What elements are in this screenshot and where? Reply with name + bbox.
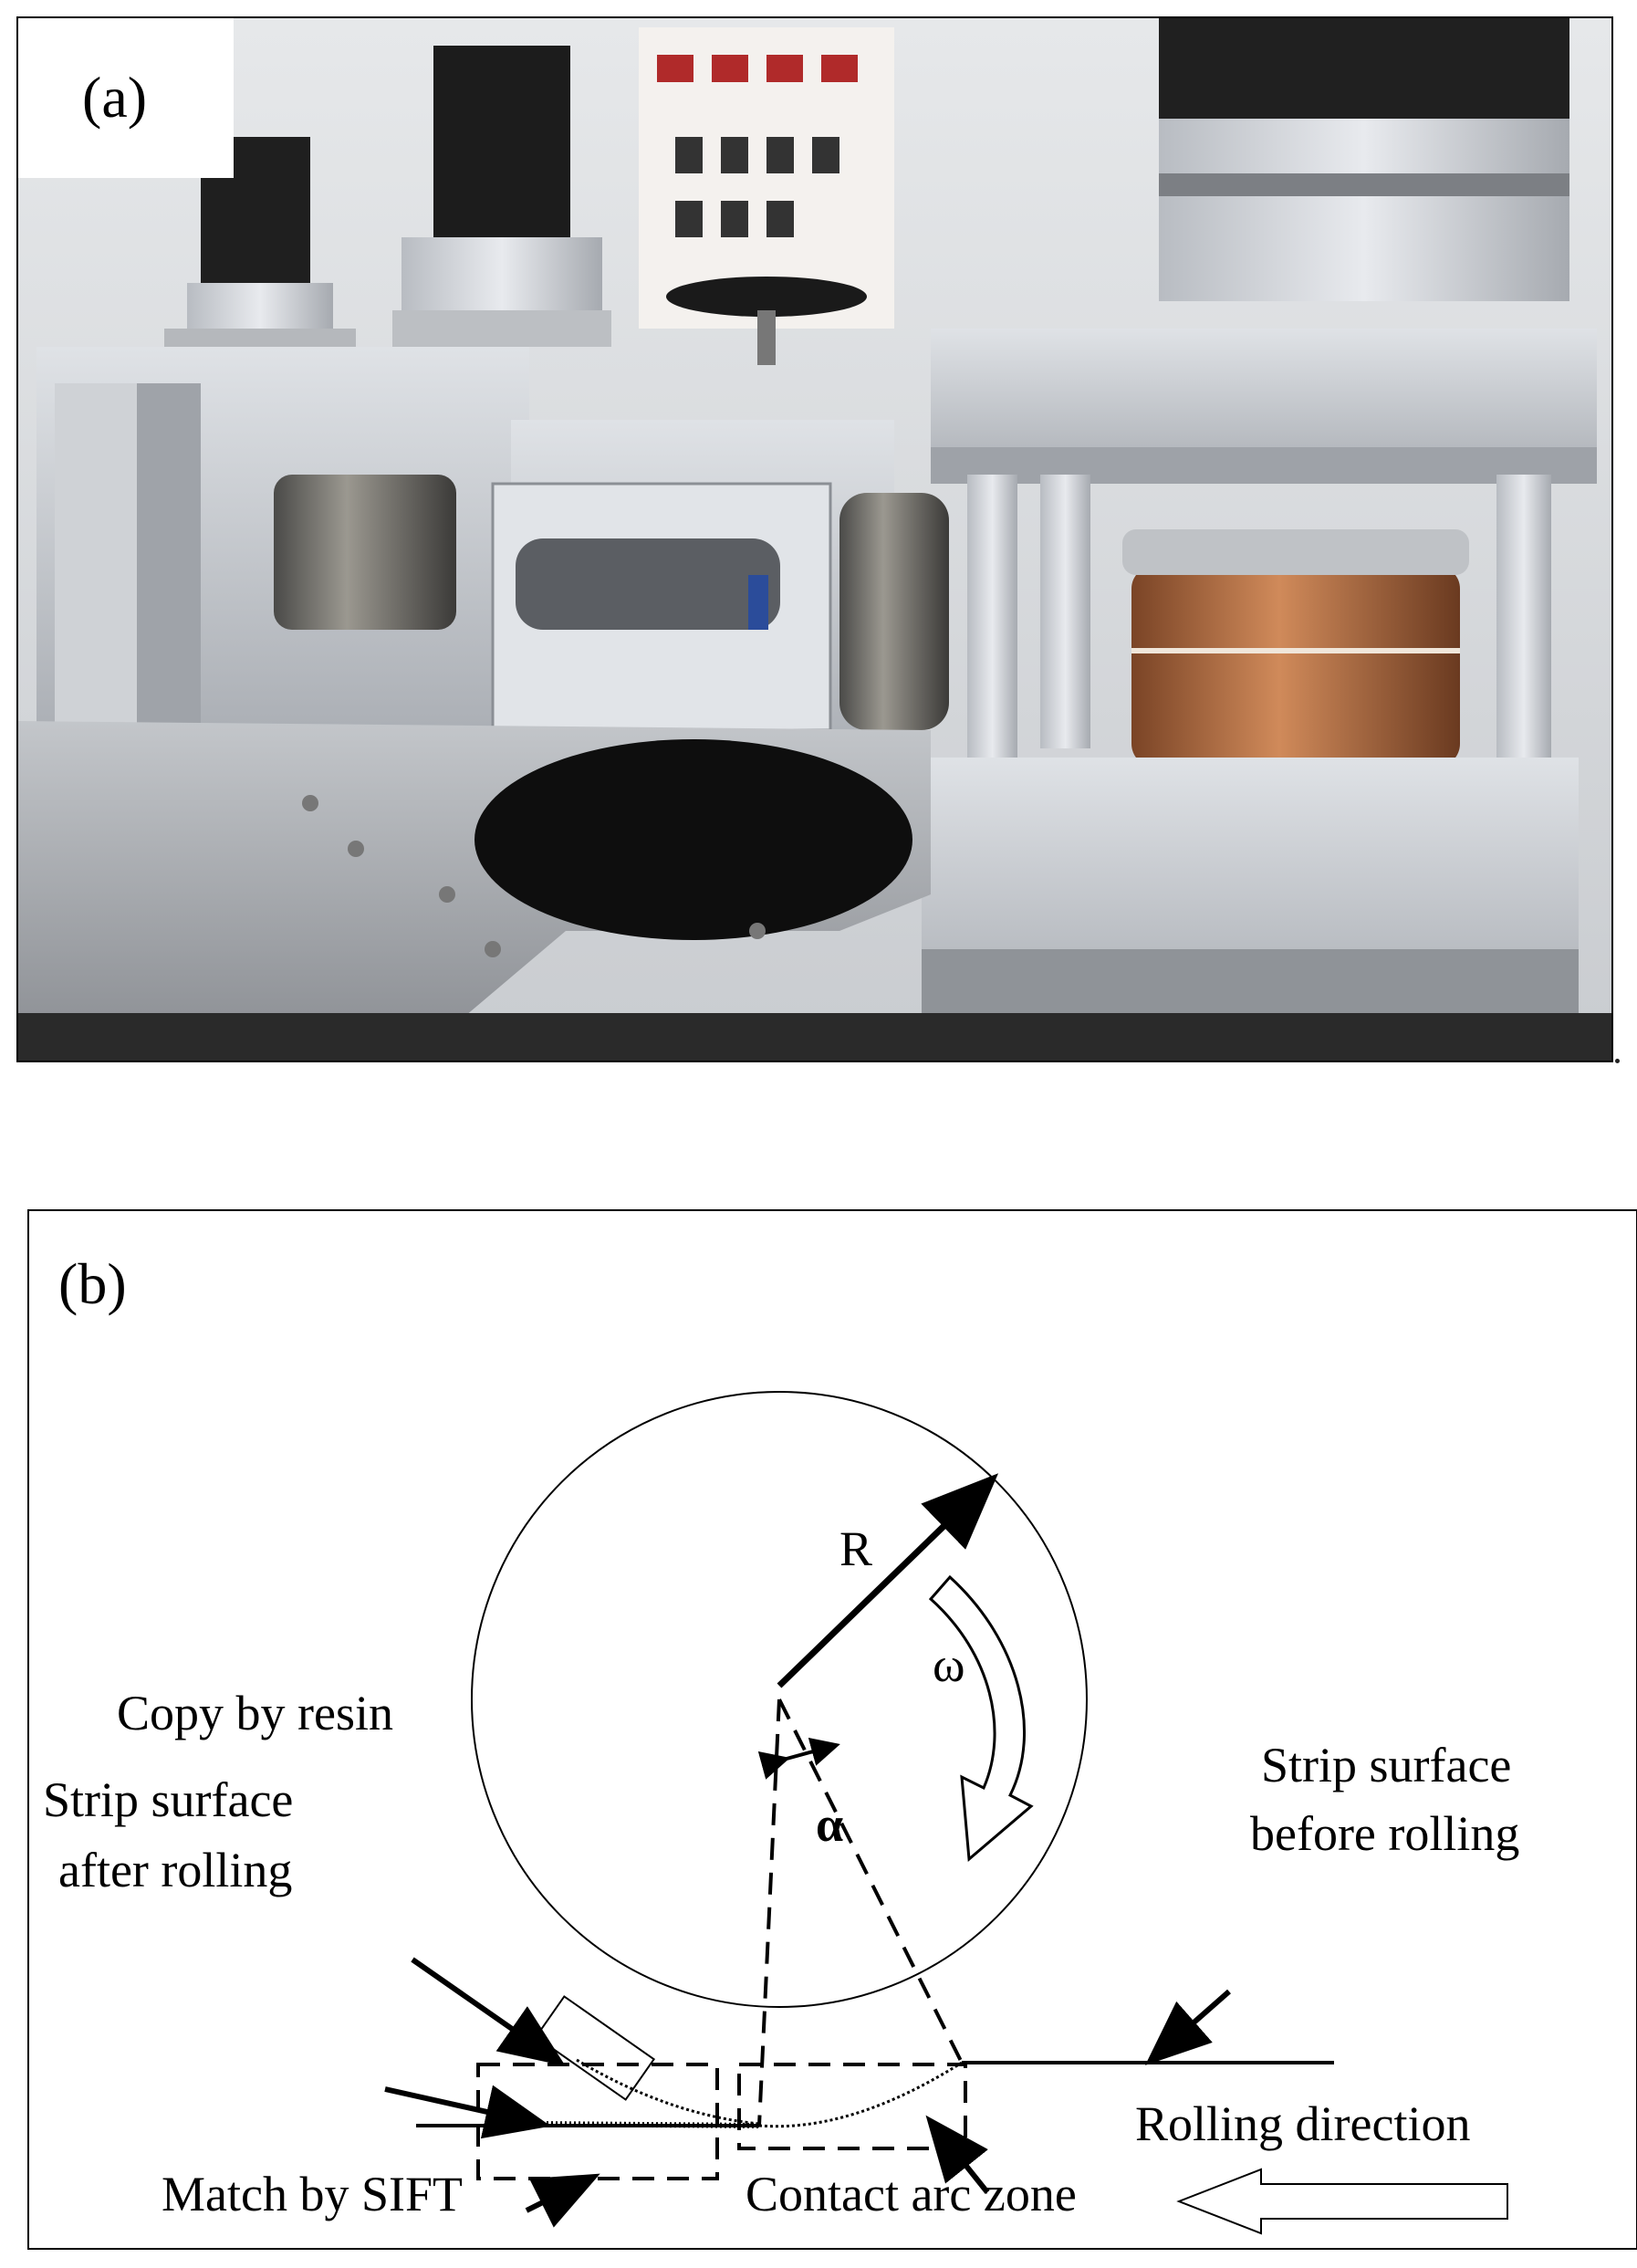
resin-copy-surface	[576, 2058, 760, 2126]
radius-label: R	[839, 1521, 872, 1576]
match-by-sift-label: Match by SIFT	[162, 2167, 463, 2221]
strip-before-label-line1: Strip surface	[1261, 1738, 1511, 1792]
stray-dot	[1615, 1059, 1620, 1063]
strip-after-label-line2: after rolling	[58, 1843, 292, 1897]
vertical-dashed-line	[757, 1698, 781, 2127]
rotation-arrow-icon	[928, 1574, 1034, 1863]
roll-circle	[471, 1391, 1088, 2008]
contact-arc-surface	[758, 2061, 963, 2128]
strip-before-arrow	[1144, 1989, 1231, 2065]
radius-arrow	[777, 1473, 999, 1688]
copy-by-resin-label: Copy by resin	[117, 1686, 393, 1740]
panel-a-label-background	[18, 18, 234, 178]
contact-arc-zone-label: Contact arc zone	[746, 2167, 1077, 2221]
angle-arrow	[757, 1737, 840, 1780]
strip-after-label-line1: Strip surface	[43, 1772, 293, 1827]
omega-label: ω	[933, 1637, 965, 1692]
strip-after-arrow	[384, 2085, 551, 2139]
rolling-direction-arrow-icon	[1176, 2168, 1508, 2235]
strip-before-label-line2: before rolling	[1250, 1806, 1519, 1861]
panel-a-label: (a)	[82, 65, 148, 130]
panel-a-photo: (a)	[16, 16, 1613, 1062]
copy-by-resin-arrow	[411, 1957, 566, 2066]
rolling-direction-label: Rolling direction	[1135, 2096, 1470, 2151]
panel-b-label: (b)	[58, 1251, 127, 1316]
sift-match-box	[476, 2063, 719, 2180]
alpha-label: α	[816, 1797, 843, 1852]
after-rolling-surface	[532, 2121, 760, 2128]
rolling-mill-photo-illustration	[18, 18, 1611, 1061]
match-by-sift-arrow	[525, 2173, 600, 2228]
resin-copy-box	[534, 1995, 656, 2101]
contact-arc-arrow	[925, 2115, 990, 2194]
contact-arc-box	[737, 2063, 967, 2150]
panel-b-diagram: (b) R ω α	[27, 1209, 1637, 2250]
contact-arc-schematic: R ω α Copy by resin Strip surface af	[43, 1391, 1519, 2235]
